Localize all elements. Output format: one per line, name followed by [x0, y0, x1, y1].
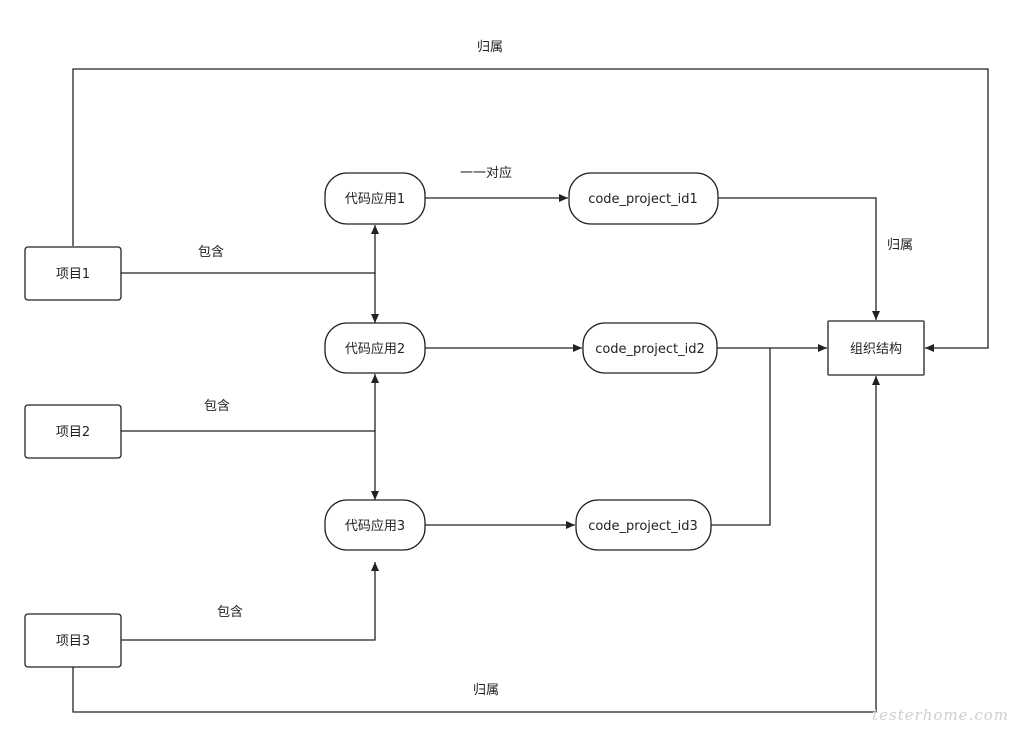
- label-contains-2: 包含: [204, 398, 230, 414]
- label-belongs-right: 归属: [887, 238, 913, 253]
- edge-project3-contains-app3: [121, 562, 379, 641]
- node-app3-label: 代码应用3: [345, 518, 405, 534]
- node-app3[interactable]: 代码应用3: [324, 499, 426, 551]
- node-app2-label: 代码应用2: [345, 341, 405, 357]
- edge-project3-belongs-org: [72, 376, 880, 713]
- node-app2[interactable]: 代码应用2: [324, 322, 426, 374]
- node-app1[interactable]: 代码应用1: [324, 172, 426, 225]
- watermark: testerhome.com: [872, 706, 1009, 724]
- node-org[interactable]: 组织结构: [827, 320, 925, 376]
- edge-labels: 归属 一一对应 归属 包含 包含 包含 归属: [198, 40, 913, 698]
- node-code3[interactable]: code_project_id3: [575, 499, 712, 551]
- node-project3-label: 项目3: [56, 634, 90, 649]
- label-one-to-one: 一一对应: [460, 165, 512, 181]
- edge-project1-belongs-org: [72, 68, 989, 352]
- node-code2[interactable]: code_project_id2: [582, 322, 718, 374]
- connectors: [72, 68, 989, 713]
- label-belongs-bottom: 归属: [473, 683, 499, 698]
- node-project2-label: 项目2: [56, 425, 90, 440]
- node-code2-label: code_project_id2: [595, 342, 705, 357]
- node-project2[interactable]: 项目2: [24, 404, 122, 459]
- label-contains-3: 包含: [217, 604, 243, 620]
- node-project1[interactable]: 项目1: [24, 246, 122, 301]
- edge-code3-org: [711, 348, 771, 526]
- node-code1-label: code_project_id1: [588, 192, 698, 207]
- node-code1[interactable]: code_project_id1: [568, 172, 719, 225]
- node-app1-label: 代码应用1: [345, 191, 405, 207]
- edge-code1-org: [718, 197, 880, 320]
- node-code3-label: code_project_id3: [588, 519, 698, 534]
- label-contains-1: 包含: [198, 244, 224, 260]
- node-org-label: 组织结构: [850, 342, 902, 357]
- node-project3[interactable]: 项目3: [24, 613, 122, 668]
- node-project1-label: 项目1: [56, 267, 90, 282]
- label-belongs-top: 归属: [477, 40, 503, 55]
